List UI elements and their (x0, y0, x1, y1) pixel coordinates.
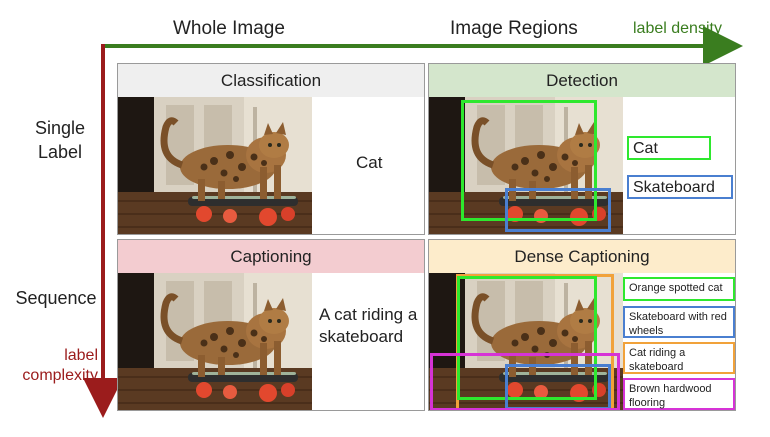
cat-image (118, 97, 312, 235)
classification-panel: Classification Cat (117, 63, 425, 235)
label-density-label: label density (633, 20, 722, 37)
classification-title: Classification (118, 64, 424, 97)
cat-riding-skateboard-label: Cat riding a skateboard (623, 342, 735, 374)
detection-title: Detection (429, 64, 735, 97)
image-regions-heading: Image Regions (450, 18, 578, 39)
sequence-row-label: Sequence (15, 288, 97, 308)
label-complexity-label: label complexity (22, 347, 98, 384)
whole-image-heading: Whole Image (173, 18, 285, 39)
classification-result: Cat (356, 153, 383, 172)
skateboard-wheels-label: Skateboard with red wheels (623, 306, 735, 338)
dense-captioning-title: Dense Captioning (429, 240, 735, 273)
skateboard-label: Skateboard (627, 175, 733, 199)
detection-panel: Detection Cat Skateboard (428, 63, 736, 235)
skateboard-bounding-box (505, 188, 611, 232)
orange-spotted-cat-box (457, 276, 597, 400)
captioning-result: A cat riding a skateboard (319, 305, 418, 346)
cat-image (118, 273, 312, 411)
captioning-title: Captioning (118, 240, 424, 273)
hardwood-flooring-box (430, 353, 620, 410)
dense-captioning-panel: Dense Captioning Orange spotted cat Skat… (428, 239, 736, 411)
single-label-row-label: Single Label (34, 118, 86, 162)
hardwood-flooring-label: Brown hardwood flooring (623, 378, 735, 410)
cat-label: Cat (627, 136, 711, 160)
captioning-panel: Captioning A cat riding a skateboard (117, 239, 425, 411)
orange-spotted-cat-label: Orange spotted cat (623, 277, 735, 301)
cat-bounding-box (461, 100, 597, 221)
